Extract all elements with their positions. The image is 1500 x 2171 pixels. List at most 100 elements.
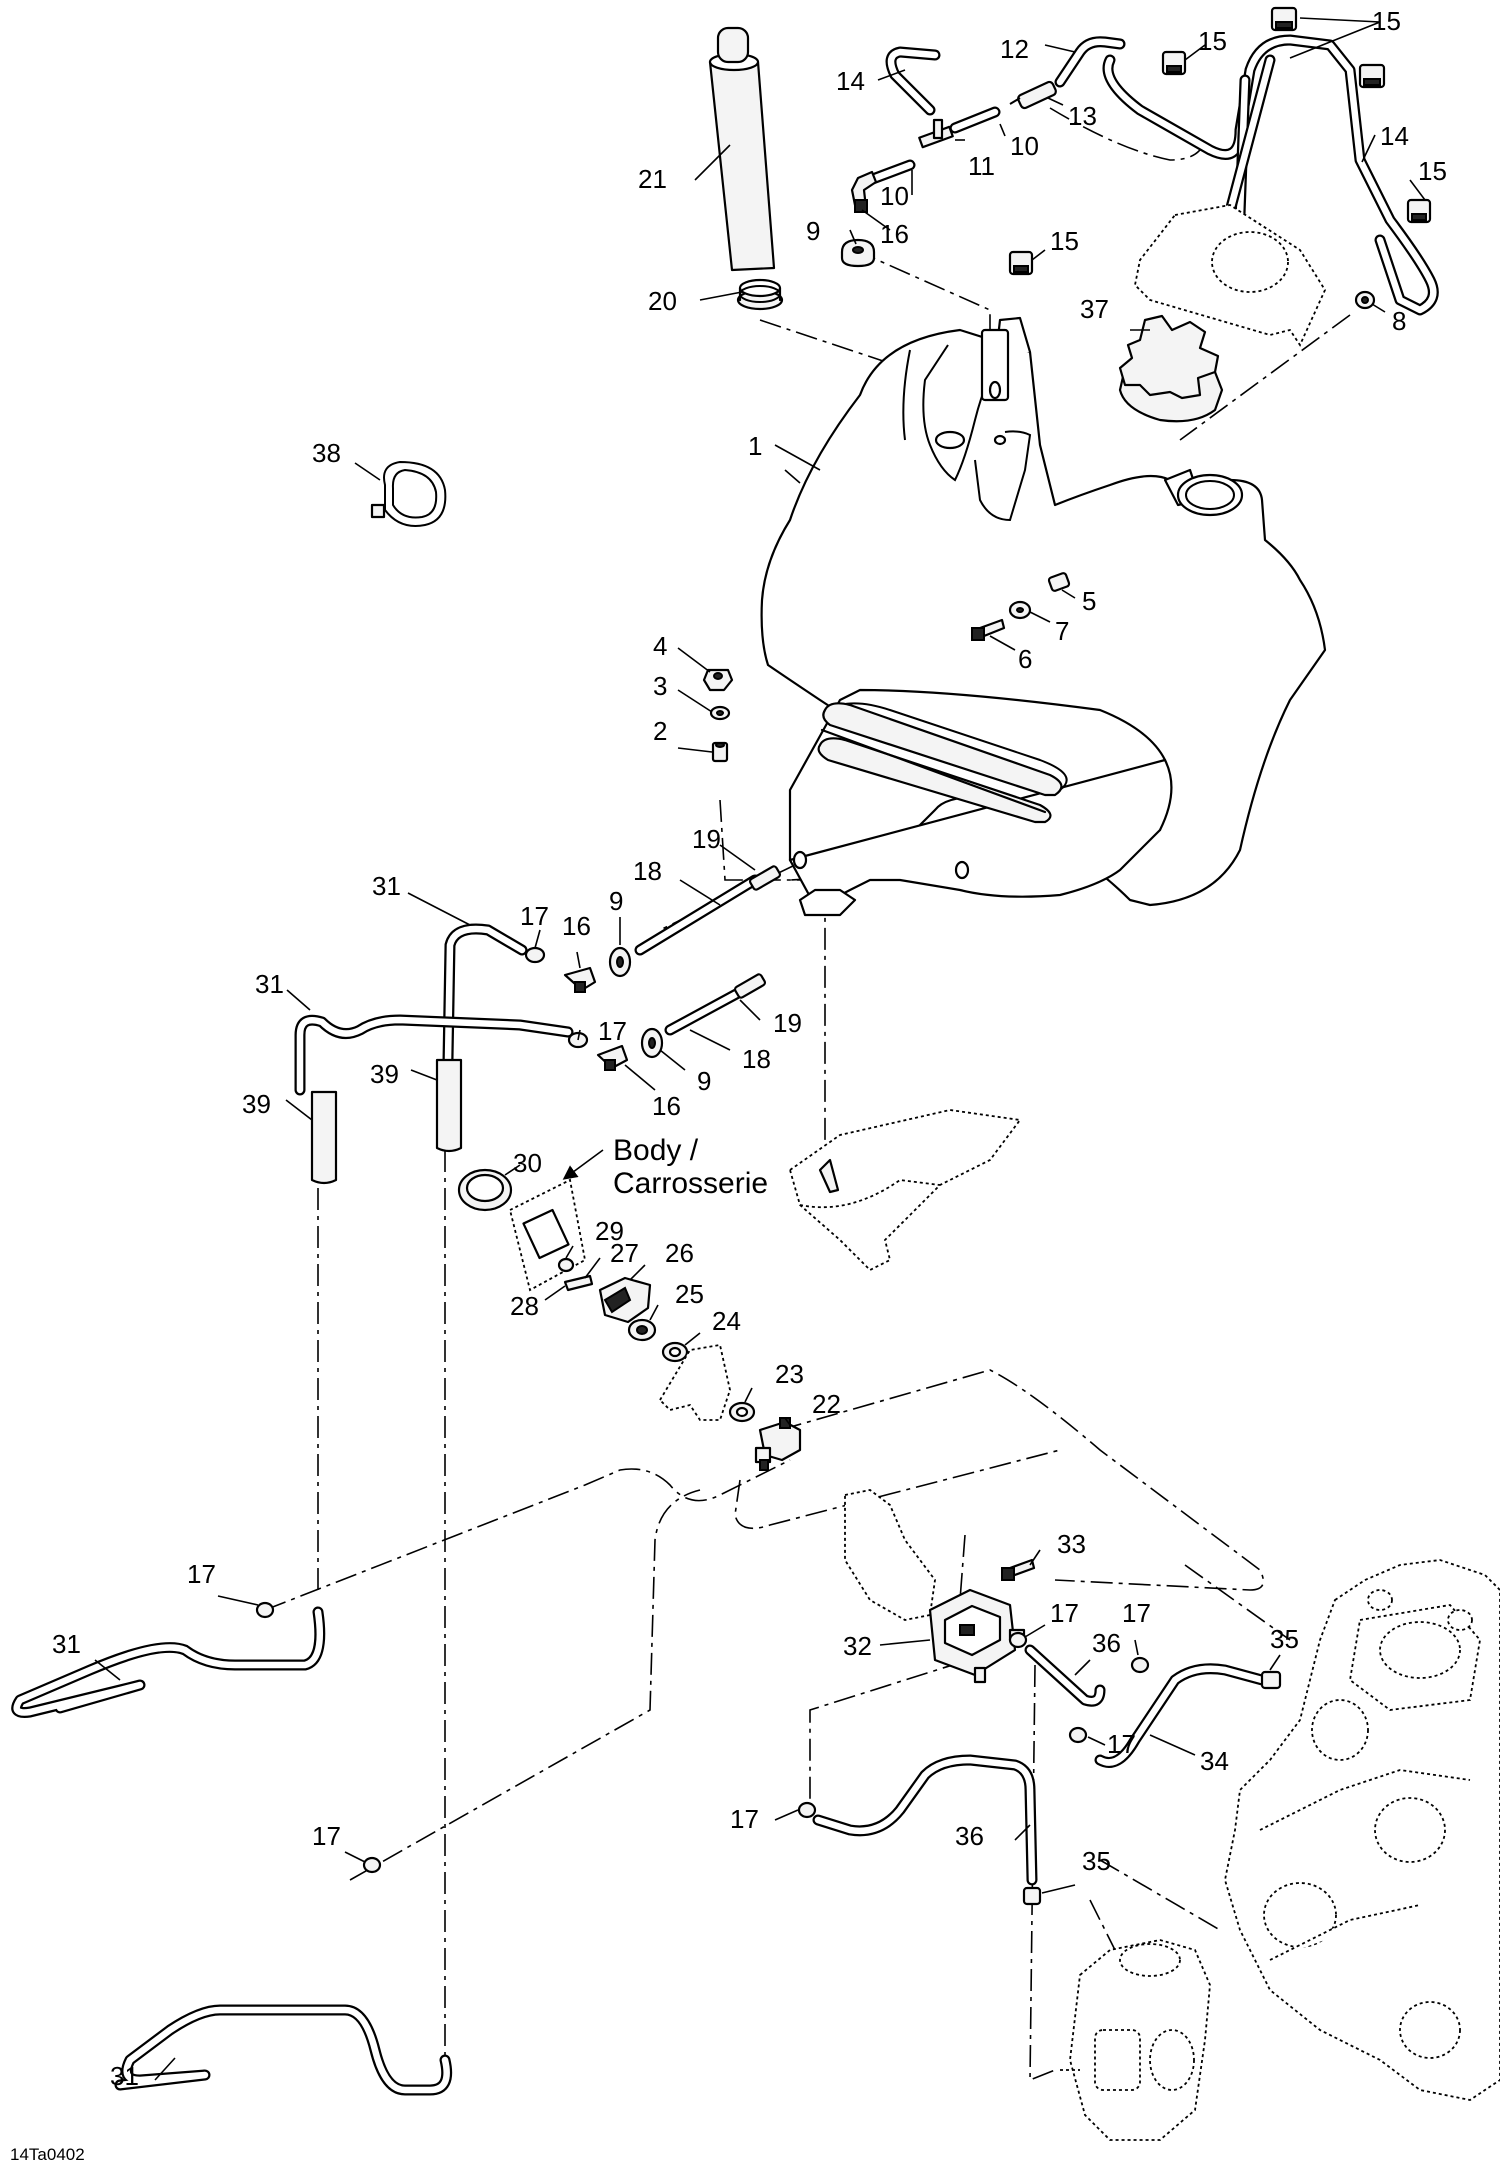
clamp-17e bbox=[1008, 1631, 1028, 1649]
callout-2: 2 bbox=[653, 716, 667, 746]
callout-12: 12 bbox=[1000, 34, 1029, 64]
elbow-fitting-top bbox=[850, 170, 878, 213]
callout-21: 21 bbox=[638, 164, 667, 194]
callout-9c: 9 bbox=[697, 1066, 711, 1096]
callout-15b: 15 bbox=[1198, 26, 1227, 56]
tank-strap-38 bbox=[370, 460, 447, 527]
vent-hose-14-loop bbox=[1102, 34, 1439, 316]
callout-36b: 36 bbox=[955, 1821, 984, 1851]
fuel-tube-18b bbox=[664, 986, 746, 1036]
fitting-19b bbox=[734, 973, 766, 999]
fuel-hose-31c bbox=[11, 1606, 326, 1718]
washer-23 bbox=[728, 1401, 756, 1423]
callout-16a: 16 bbox=[880, 219, 909, 249]
check-valve bbox=[1009, 80, 1057, 110]
callout-17b: 17 bbox=[598, 1016, 627, 1046]
fuel-tank bbox=[760, 316, 1327, 917]
bolt-6 bbox=[971, 618, 1006, 641]
hose-clip-15a bbox=[1270, 6, 1298, 32]
callout-17g: 17 bbox=[1107, 1729, 1136, 1759]
callout-8: 8 bbox=[1392, 306, 1406, 336]
grommet-9-top bbox=[840, 238, 876, 268]
callout-17d: 17 bbox=[312, 1821, 341, 1851]
fitting-35a bbox=[1260, 1670, 1282, 1690]
callout-28: 28 bbox=[510, 1291, 539, 1321]
hose-clip-15c bbox=[1358, 63, 1386, 89]
fuel-valve-22 bbox=[754, 1417, 802, 1471]
elbow-16b bbox=[596, 1044, 629, 1071]
fuel-cap bbox=[1118, 314, 1224, 423]
pump-bracket bbox=[844, 1489, 936, 1621]
callout-31a: 31 bbox=[372, 871, 401, 901]
elbow-16a bbox=[563, 966, 597, 993]
fuel-tube-18a bbox=[634, 874, 761, 956]
screw-29 bbox=[557, 1257, 575, 1273]
carburetor bbox=[1060, 1939, 1211, 2141]
callout-17h: 17 bbox=[730, 1804, 759, 1834]
callout-9a: 9 bbox=[806, 216, 820, 246]
callout-17e: 17 bbox=[1050, 1598, 1079, 1628]
callout-7: 7 bbox=[1055, 616, 1069, 646]
callout-19a: 19 bbox=[692, 824, 721, 854]
callout-26: 26 bbox=[665, 1238, 694, 1268]
clamp-17h bbox=[797, 1801, 817, 1819]
washer-7 bbox=[1008, 600, 1032, 620]
grommet-9b bbox=[640, 1027, 664, 1059]
tee-fitting bbox=[918, 118, 954, 149]
callout-22: 22 bbox=[812, 1389, 841, 1419]
callout-9b: 9 bbox=[609, 886, 623, 916]
body-note-line1: Body / bbox=[613, 1134, 699, 1167]
hose-clip-15e bbox=[1008, 250, 1034, 276]
hose-clip-15d bbox=[1406, 198, 1432, 224]
callout-4: 4 bbox=[653, 631, 667, 661]
fuel-hose-36a bbox=[1024, 1644, 1106, 1707]
callout-20: 20 bbox=[648, 286, 677, 316]
fitting-35b bbox=[1022, 1886, 1042, 1906]
fitting-19a bbox=[749, 865, 781, 891]
vent-hose-top-left bbox=[885, 46, 941, 116]
filler-neck-tube bbox=[708, 26, 776, 272]
callout-17c: 17 bbox=[187, 1559, 216, 1589]
engine-block bbox=[1224, 1559, 1500, 2101]
grommet-9a bbox=[608, 946, 632, 978]
callout-11: 11 bbox=[968, 151, 995, 181]
body-note-line2: Carrosserie bbox=[613, 1167, 768, 1200]
fuel-hose-34 bbox=[1094, 1663, 1268, 1768]
valve-bracket bbox=[658, 1343, 731, 1421]
callout-38: 38 bbox=[312, 438, 341, 468]
callout-18a: 18 bbox=[633, 856, 662, 886]
callout-6: 6 bbox=[1018, 644, 1032, 674]
callout-39b: 39 bbox=[370, 1059, 399, 1089]
clamp-17a bbox=[524, 946, 546, 964]
selector-knob-26 bbox=[598, 1276, 652, 1324]
callout-39a: 39 bbox=[242, 1089, 271, 1119]
callout-14a: 14 bbox=[836, 66, 865, 96]
callout-18b: 18 bbox=[742, 1044, 771, 1074]
callout-5: 5 bbox=[1082, 586, 1096, 616]
callout-31b: 31 bbox=[255, 969, 284, 999]
callout-31c: 31 bbox=[52, 1629, 81, 1659]
nut-4 bbox=[702, 668, 734, 692]
callout-25: 25 bbox=[675, 1279, 704, 1309]
bolt-33 bbox=[1001, 1558, 1036, 1581]
vent-tube-10a bbox=[949, 106, 1001, 134]
callout-13: 13 bbox=[1068, 101, 1097, 131]
gasket-plate-30b bbox=[508, 1178, 587, 1292]
washer-24 bbox=[661, 1341, 689, 1363]
callout-36a: 36 bbox=[1092, 1628, 1121, 1658]
callout-23: 23 bbox=[775, 1359, 804, 1389]
callout-10b: 10 bbox=[880, 181, 909, 211]
spacer-5 bbox=[1047, 572, 1071, 592]
fuel-hose-36b bbox=[812, 1754, 1038, 1886]
nut-8 bbox=[1354, 290, 1376, 310]
callout-29: 29 bbox=[595, 1216, 624, 1246]
callout-30: 30 bbox=[513, 1148, 542, 1178]
clamp-17f bbox=[1130, 1656, 1150, 1674]
callout-16c: 16 bbox=[652, 1091, 681, 1121]
callout-15a: 15 bbox=[1372, 6, 1401, 36]
callout-17a: 17 bbox=[520, 901, 549, 931]
callout-34: 34 bbox=[1200, 1746, 1229, 1776]
protective-sleeve-39a bbox=[310, 1090, 338, 1185]
filler-neck-grommet bbox=[736, 278, 784, 311]
